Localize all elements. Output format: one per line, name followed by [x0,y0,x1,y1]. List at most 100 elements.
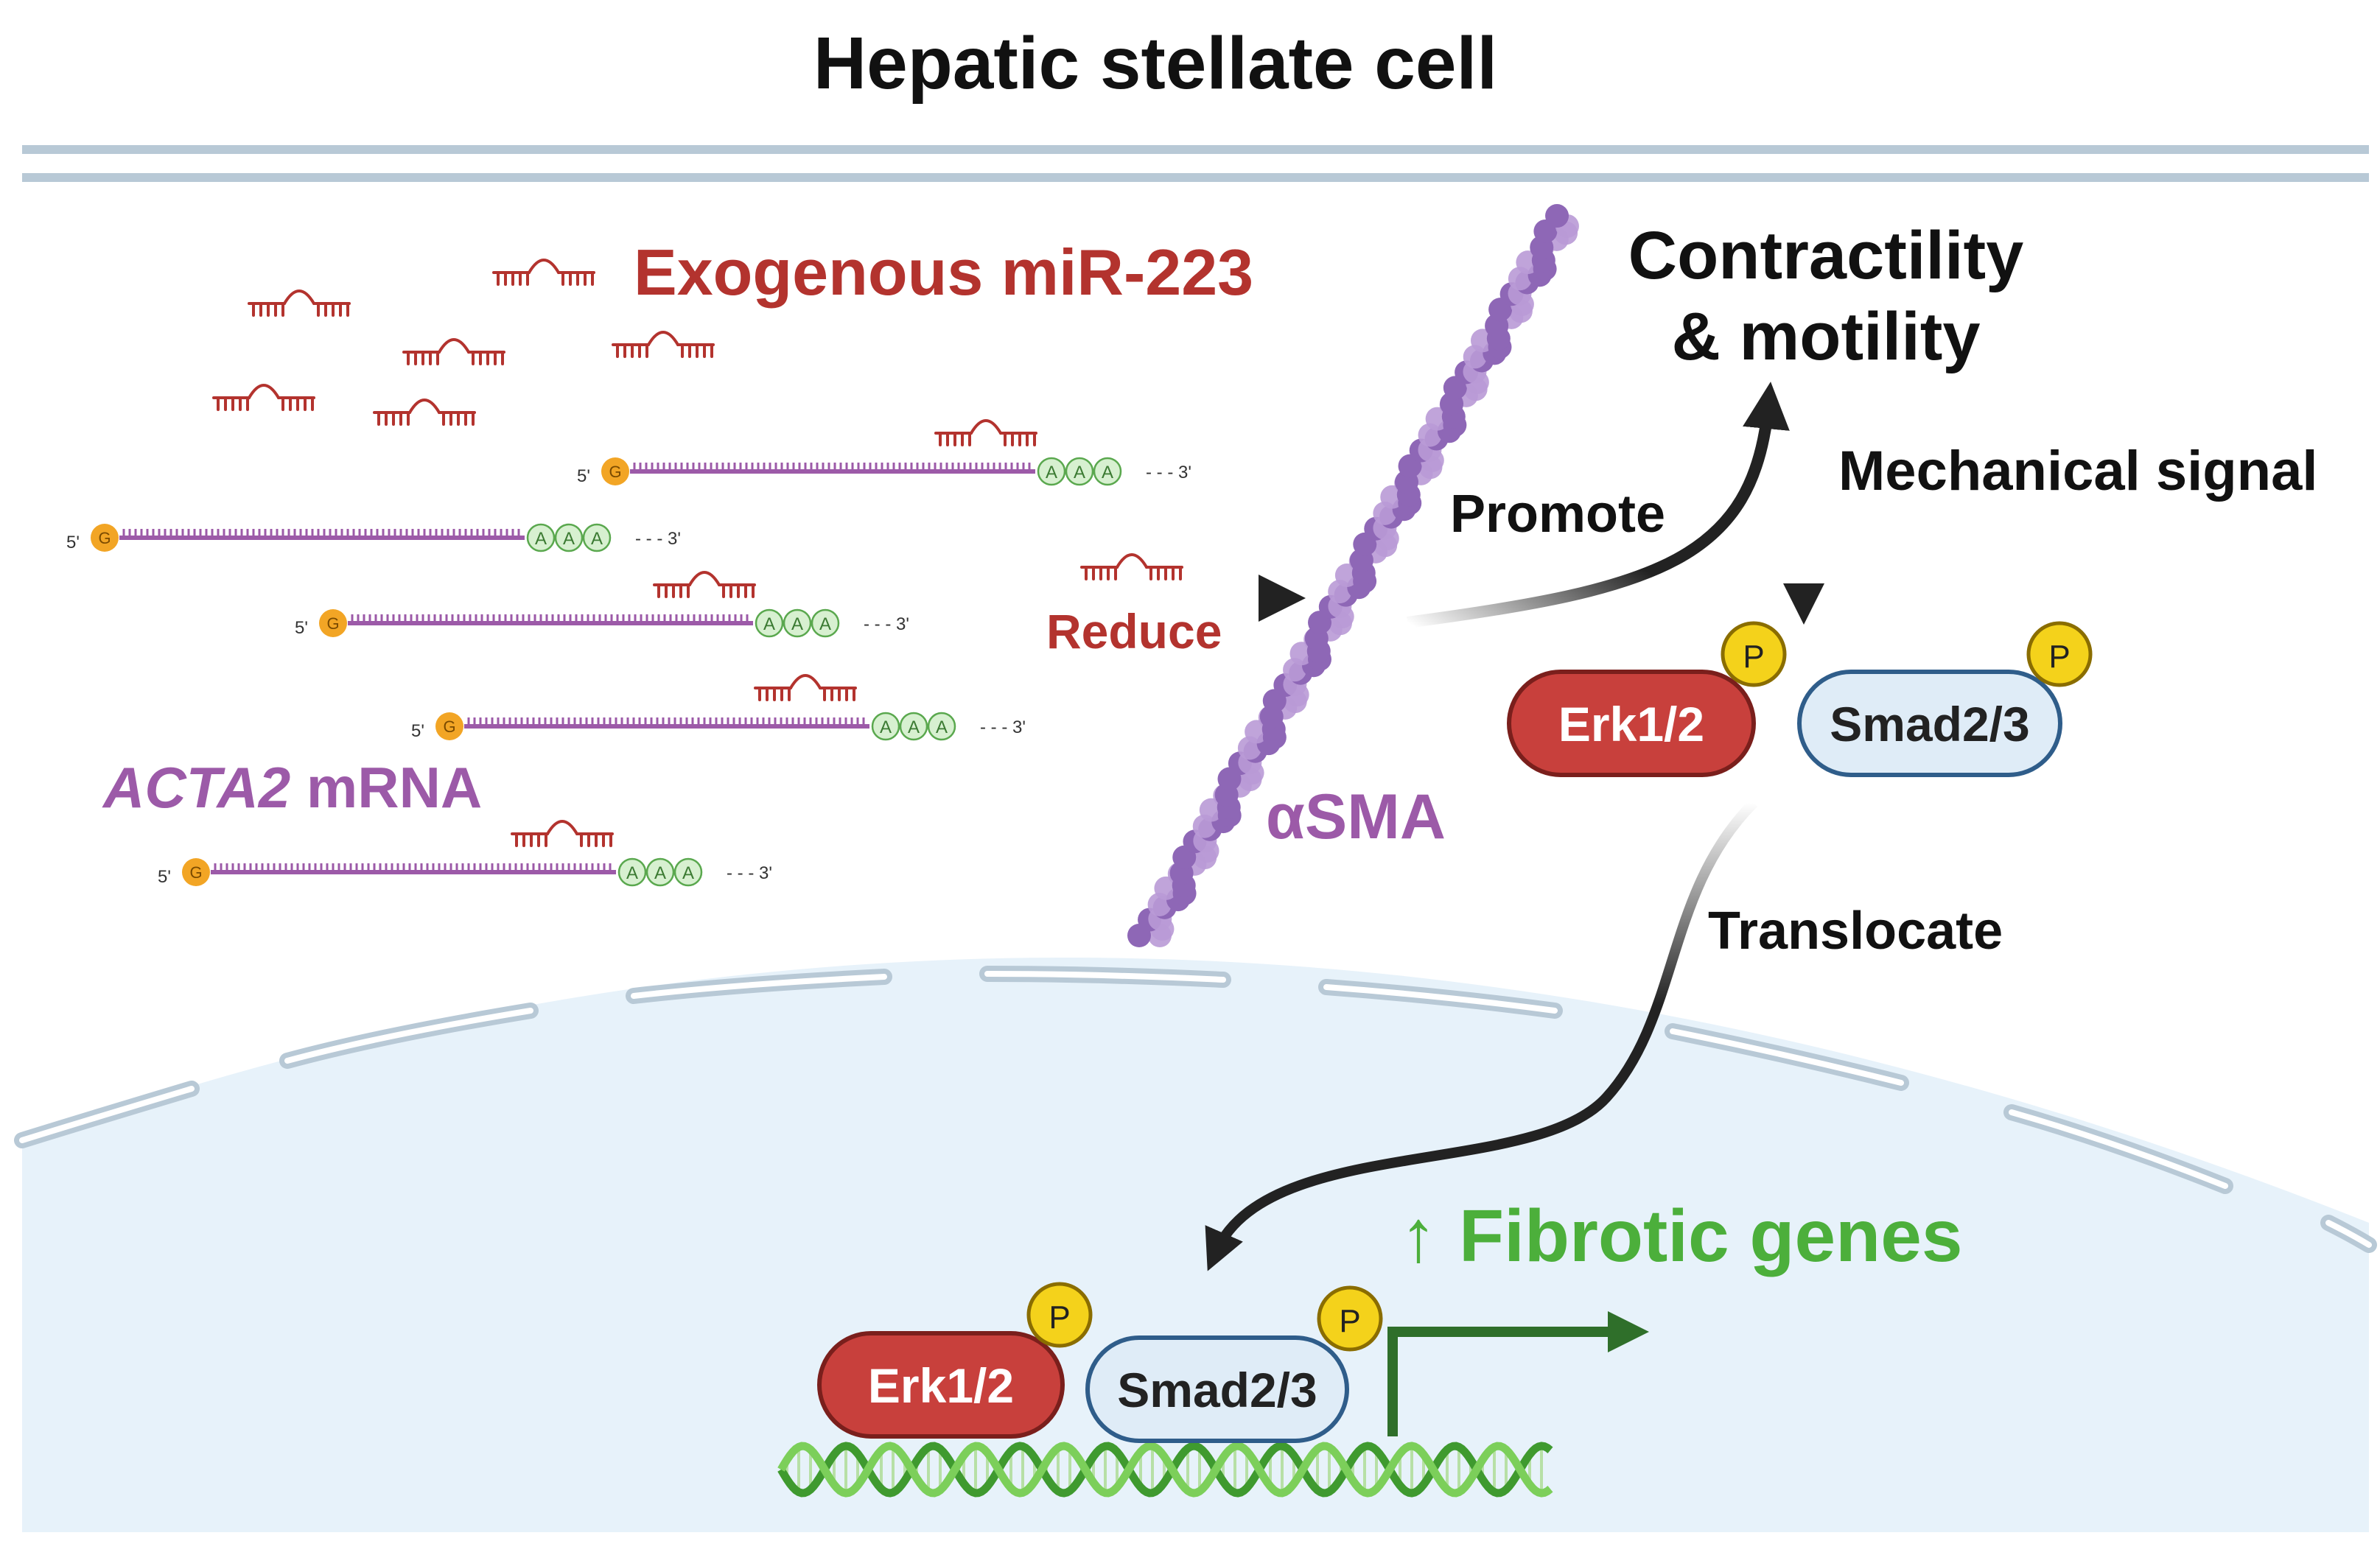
reduce-label: Reduce [1046,604,1222,659]
cytoplasm-smad: Smad2/3 P [1797,621,2093,777]
motility-label: & motility [1671,299,1980,374]
mrna-cap-label: G [609,463,621,481]
erk-phospho-label: P [1743,639,1764,675]
mrna-cap-icon [182,858,210,886]
promote-label: Promote [1450,485,1665,544]
mrna-three-prime: - - - 3' [864,614,909,634]
mrna-five-prime: 5' [66,533,80,552]
nucleus-smad-label: Smad2/3 [1117,1363,1317,1417]
nucleus-smad: Smad2/3 P [1085,1285,1383,1443]
nucleus-erk-phospho-icon [1026,1282,1093,1348]
poly-a-label: A [1102,463,1113,482]
cytoplasm-erk: Erk1/2 P [1507,621,1787,777]
mirna-icon [511,820,614,847]
poly-a-icon [783,608,812,638]
mrna-cap-label: G [443,717,455,736]
asma-label: αSMA [1266,782,1446,852]
mechanical-signal-arrow: Mechanical signal [1783,398,2317,625]
poly-a-label: A [535,529,547,549]
nucleus-erk-label: Erk1/2 [868,1358,1014,1413]
mrna-gene-name: ACTA2 [102,755,290,820]
mirna-icon [1080,553,1183,580]
diagram-title: Hepatic stellate cell [813,22,1497,105]
nucleus-smad-phospho-label: P [1339,1303,1360,1339]
mirna-icon [492,259,595,286]
mrna-cap-icon [319,609,347,637]
mrna-five-prime: 5' [577,466,590,486]
mrna-cap-icon [601,457,629,485]
mrna-cap-icon [91,524,119,552]
mirna-icon [653,571,756,598]
erk-phospho-icon [1721,621,1787,687]
poly-a-icon [673,857,703,887]
mrna-label-suffix: mRNA [290,755,482,820]
poly-a-label: A [1046,463,1057,482]
mrna-five-prime: 5' [158,867,171,887]
poly-a-label: A [763,614,775,634]
translocate-arrow: Translocate [1205,799,2003,1271]
poly-a-label: A [591,529,603,549]
smad-label: Smad2/3 [1830,697,2029,751]
poly-a-icon [899,712,928,741]
poly-a-label: A [626,863,638,883]
mirna-icon [212,384,315,411]
poly-a-label: A [819,614,831,634]
mirna-icon [754,674,857,701]
mirna-icon [402,338,505,365]
mirna-icon [248,289,351,317]
poly-a-label: A [654,863,666,883]
nucleus-erk-phospho-label: P [1049,1299,1070,1335]
poly-a-icon [554,523,584,552]
nucleus-erk: Erk1/2 P [817,1282,1093,1439]
mrna-cap-label: G [189,863,202,882]
fibrotic-genes-text: Fibrotic genes [1459,1195,1962,1277]
poly-a-icon [1037,457,1066,486]
mrna-three-prime: - - - 3' [1146,463,1191,482]
mrna-three-prime: - - - 3' [980,717,1026,737]
poly-a-icon [582,523,612,552]
poly-a-label: A [563,529,575,549]
nucleus [14,958,2377,1532]
poly-a-label: A [908,717,920,737]
translocate-label: Translocate [1708,902,2003,961]
mrna-cap-label: G [98,529,111,547]
mrna-cap-icon [435,712,463,740]
cell-membrane [22,145,2369,182]
poly-a-label: A [936,717,948,737]
poly-a-icon [755,608,784,638]
smad-phospho-icon [2026,621,2093,687]
mrna-three-prime: - - - 3' [727,863,772,883]
contractility-label: Contractility [1628,218,2024,293]
poly-a-icon [811,608,840,638]
poly-a-label: A [791,614,803,634]
mrna-cap-label: G [326,614,339,633]
mechanical-signal-label: Mechanical signal [1838,440,2317,502]
poly-a-icon [617,857,647,887]
nucleus-smad-phospho-icon [1317,1285,1383,1352]
mirna-icon [934,419,1037,446]
mrna-five-prime: 5' [411,721,424,741]
poly-a-label: A [880,717,892,737]
poly-a-icon [871,712,900,741]
poly-a-icon [927,712,956,741]
smad-phospho-label: P [2048,639,2070,675]
mirna-cluster [212,259,1183,580]
mirna-icon [612,331,715,358]
actin-monomer [1545,204,1569,228]
poly-a-icon [1065,457,1094,486]
mirna-icon [373,399,476,426]
fibrotic-genes-label: ↑Fibrotic genes [1400,1195,1962,1277]
dna-strand [777,1442,1553,1498]
promote-arrow: Promote [1406,382,1790,628]
mrna-five-prime: 5' [295,618,308,638]
poly-a-label: A [1074,463,1085,482]
transcription-arrow [1387,1311,1649,1436]
poly-a-icon [526,523,556,552]
